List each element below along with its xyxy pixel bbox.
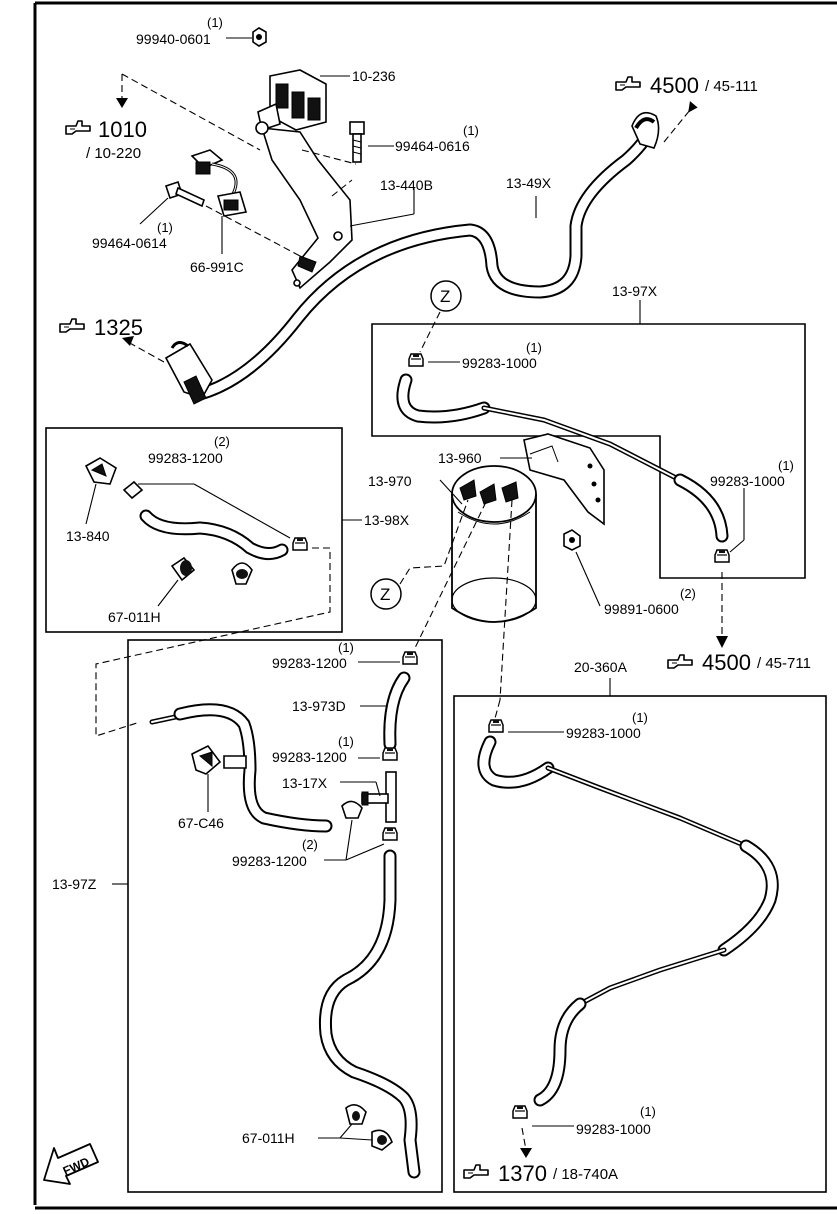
ref-4500-top[interactable]: 4500 [650,73,699,98]
p99464-0614-qty: (1) [157,220,173,235]
ref-1370[interactable]: 1370 [498,1161,547,1186]
canister-13-970-part [451,465,537,623]
fitting-13-840-part [84,457,117,485]
p99283-1000-c-qty: (1) [632,710,648,725]
hose-13-97x-part [396,373,729,543]
p1397x-label: 13-97X [612,283,658,299]
clamp-67-011h-b-part [345,1104,393,1151]
hose-20-360a-part [477,735,779,1107]
ref-1010-sub[interactable]: / 10-220 [86,145,141,162]
ref-4500-mid[interactable]: 4500 [702,650,751,675]
p99283-1200-b-qty: (1) [338,640,354,655]
ref-4500-mid-sub[interactable]: / 45-711 [757,655,811,672]
clamp-360a-bottom [512,1105,528,1119]
zone-z-bottom [370,578,402,610]
p1397z-label: 13-97Z [52,876,97,892]
p67011h-b-label: 67-011H [242,1130,295,1146]
p99283-1000-a-label: 99283-1000 [462,355,537,371]
p99283-1200-c-label: 99283-1200 [272,749,347,765]
p99464-0614-label: 99464-0614 [92,235,167,251]
ref-1325-icon[interactable] [59,318,85,333]
p99283-1000-d-qty: (1) [640,1104,656,1119]
p99464-0616-qty: (1) [463,123,479,138]
bracket-13-440b-part [255,121,353,290]
fitting-67-c46-part [191,744,247,775]
box-20-360a [453,695,827,1193]
bolt-99464-0614-part [164,180,205,208]
hose-13-98x-part [122,480,289,560]
nut-99891-part [563,529,581,551]
hose-13-973d-part [383,671,411,751]
clamp-top-97x [408,353,424,367]
p13970-label: 13-970 [368,473,412,489]
p13960-label: 13-960 [438,450,482,466]
p99283-1200-c-qty: (1) [338,734,354,749]
fwd-arrow-icon: FWD [43,1143,99,1185]
ref-1370-sub[interactable]: / 18-740A [553,1166,618,1183]
hose-97z-left-part [149,703,333,833]
ref-1325[interactable]: 1325 [94,315,143,340]
hose-13-49x-part [164,111,660,405]
p13973d-label: 13-973D [292,698,346,714]
box-13-97x [371,323,806,579]
clamp-97z-2 [382,747,398,761]
p67c46-label: 67-C46 [178,815,224,831]
p99283-1200-d-qty: (2) [302,837,318,852]
clamp-bottom-97x [714,549,730,563]
p99283-1200-d-label: 99283-1200 [232,853,307,869]
ref-4500-top-sub[interactable]: / 45-111 [705,78,758,95]
clamp-360a-top [488,719,504,733]
zone-z-bottom-label: Z [380,585,390,604]
clamp-67-011h-a-part [170,556,253,585]
p13840-label: 13-840 [66,528,110,544]
p66991c-label: 66-991C [190,259,244,275]
p67011h-a-label: 67-011H [108,609,161,625]
zone-z-top [430,280,462,312]
ref-1010[interactable]: 1010 [98,117,147,142]
connector-10-236-part [257,69,327,132]
ref-1010-icon[interactable] [65,120,91,135]
hose-97z-main-part [318,849,421,1179]
ref-4500-top-icon[interactable] [615,76,641,91]
p99283-1200-a-qty: (2) [214,434,230,449]
clamp-97z-1 [402,651,418,665]
p99283-1000-a-qty: (1) [526,340,542,355]
clamp-97z-4 [382,827,398,841]
p1349x-label: 13-49X [506,175,552,191]
zone-z-top-label: Z [440,287,450,306]
p13440b-label: 13-440B [380,177,433,193]
p20360a-label: 20-360A [574,659,628,675]
p99940-label: 99940-0601 [136,31,211,47]
bolt-99464-0616-part [349,121,365,163]
bracket-13-960-part [523,433,605,526]
p99283-1000-b-qty: (1) [778,458,794,473]
box-13-98x [45,427,343,633]
nut-99940-part [252,27,267,47]
p99940-qty: (1) [207,15,223,30]
p99283-1200-a-label: 99283-1200 [148,450,223,466]
p99283-1000-c-label: 99283-1000 [566,725,641,741]
clamp-97z-3 [341,800,363,819]
p99464-0616-label: 99464-0616 [395,138,470,154]
p99283-1200-b-label: 99283-1200 [272,655,347,671]
p10236-label: 10-236 [352,68,396,84]
ref-1370-icon[interactable] [463,1164,489,1179]
sensor-66-991c-part [190,149,248,217]
tee-13-17x-part [361,771,397,823]
p1317x-label: 13-17X [282,775,328,791]
box-13-97z [127,639,443,1193]
clamp-98x [292,537,308,551]
p99283-1000-d-label: 99283-1000 [576,1121,651,1137]
ref-4500-mid-icon[interactable] [667,654,693,669]
p99283-1000-b-label: 99283-1000 [710,473,785,489]
p99891-label: 99891-0600 [604,601,679,617]
p99891-qty: (2) [680,586,696,601]
p1398x-label: 13-98X [364,512,410,528]
